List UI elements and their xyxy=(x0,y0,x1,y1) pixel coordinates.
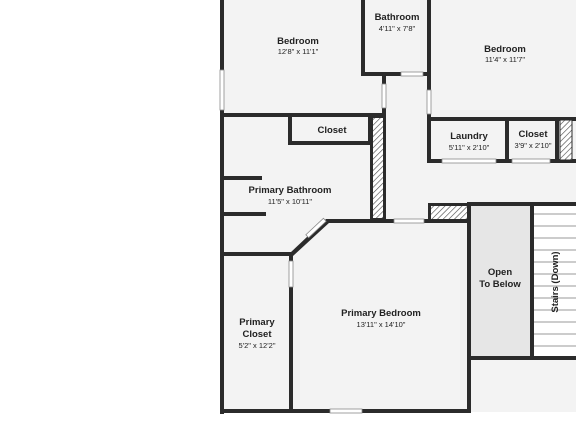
label-primary-closet-line1: Primary xyxy=(239,317,275,328)
wall-open-bottom xyxy=(467,356,576,360)
windows xyxy=(219,69,551,414)
wall-bedroom1-right xyxy=(382,72,386,84)
dims-closet-2: 3'9" x 2'10" xyxy=(515,141,552,150)
wall-bathroom-right xyxy=(427,0,431,90)
wall-bathroom-bottom-right xyxy=(423,72,431,76)
wall-bedroom2-bottom xyxy=(427,117,576,121)
stair-treads xyxy=(534,213,576,347)
window-hall-right xyxy=(426,89,432,115)
chase-hatch xyxy=(373,118,383,218)
dims-primary-bedroom: 13'11" x 14'10" xyxy=(357,320,406,329)
wall-diagonal xyxy=(290,219,330,256)
wall-bath-ledge-2 xyxy=(222,212,266,216)
window-closet2-bottom xyxy=(511,158,551,164)
dims-bedroom-1: 12'8" x 11'1" xyxy=(278,47,319,56)
window-bedroom1-left xyxy=(219,69,225,111)
dims-primary-closet: 5'2" x 12'2" xyxy=(239,341,276,350)
label-bedroom-2: Bedroom xyxy=(484,44,526,55)
hatch-box xyxy=(431,206,467,219)
window-laundry-bottom xyxy=(441,158,497,164)
wall-open-left xyxy=(467,202,471,222)
dims-primary-bathroom: 11'5" x 10'11" xyxy=(268,197,313,206)
wall-open-top xyxy=(467,202,576,206)
dims-bedroom-2: 11'4" x 11'7" xyxy=(485,55,525,64)
wall-laundry-left xyxy=(427,117,431,163)
window-bathroom-bottom xyxy=(400,71,424,77)
label-open-to-below-line1: Open xyxy=(488,267,512,278)
wall-bedroom1-right-lower xyxy=(382,108,386,117)
label-bedroom-1: Bedroom xyxy=(277,36,319,47)
wall-laundry-closet-divider xyxy=(505,117,509,163)
wall-closet1-bottom xyxy=(288,141,370,145)
wall-laundry-bottom xyxy=(427,159,576,163)
wall-primary-closet-right-top xyxy=(289,253,293,261)
label-primary-bathroom: Primary Bathroom xyxy=(249,185,332,196)
wall-primary-bedroom-right xyxy=(467,221,471,413)
window-primary-diagonal xyxy=(305,217,327,239)
window-primary-bedroom-bottom xyxy=(329,408,363,414)
label-stairs: Stairs (Down) xyxy=(550,251,561,312)
wall-closet2-right xyxy=(555,117,559,163)
window-primary-closet xyxy=(288,260,294,288)
dims-bathroom: 4'11" x 7'8" xyxy=(379,24,416,33)
wall-outer-left xyxy=(220,0,224,414)
label-bathroom: Bathroom xyxy=(375,12,420,23)
wall-primary-bath-top-right xyxy=(326,219,394,223)
label-closet-2: Closet xyxy=(518,129,548,140)
wall-closet1-left xyxy=(288,117,292,145)
window-bedroom1-hall xyxy=(381,83,387,109)
label-open-to-below-line2: To Below xyxy=(479,279,521,290)
floor-open-to-below xyxy=(470,204,532,359)
label-primary-bedroom: Primary Bedroom xyxy=(341,308,421,319)
window-hall-top xyxy=(393,218,425,224)
wall-bedroom1-bottom xyxy=(220,113,386,117)
dims-laundry: 5'11" x 2'10" xyxy=(449,143,490,152)
wall-primary-closet-right xyxy=(289,287,293,411)
floor-stairs xyxy=(532,204,576,359)
wall-bath-ledge-1 xyxy=(222,176,262,180)
wall-bathroom-bottom xyxy=(361,72,401,76)
closet2-hatch xyxy=(559,119,573,161)
wall-open-stairs-divider xyxy=(530,204,534,359)
room-labels: Bedroom 12'8" x 11'1" Bathroom 4'11" x 7… xyxy=(239,12,561,350)
label-laundry: Laundry xyxy=(450,131,488,142)
wall-bathroom-left xyxy=(361,0,365,76)
label-closet-1: Closet xyxy=(317,125,347,136)
wall-primary-bath-bottom xyxy=(222,252,292,256)
label-primary-closet-line2: Closet xyxy=(242,329,272,340)
